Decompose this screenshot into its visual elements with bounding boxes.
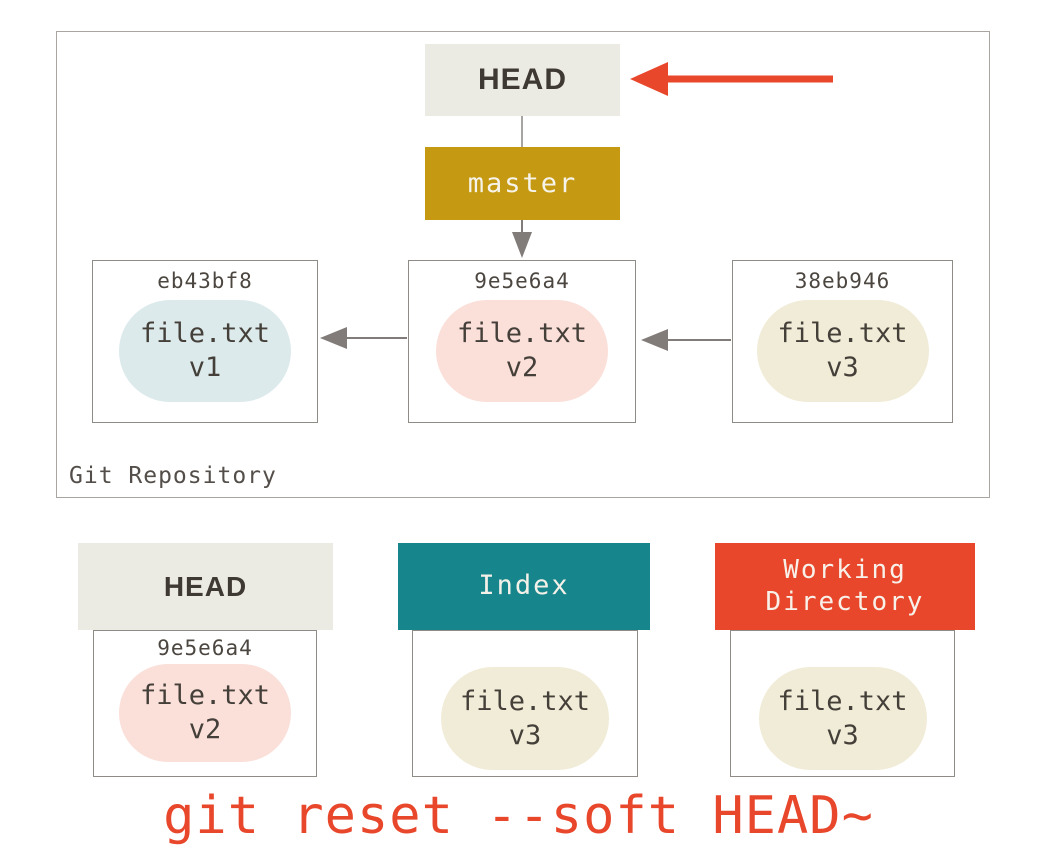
- head-tree-header: HEAD: [78, 543, 333, 630]
- file-version: v3: [826, 719, 859, 751]
- file-name: file.txt: [777, 318, 908, 350]
- file-name: file.txt: [139, 318, 271, 350]
- index-tree-body: file.txt v3: [412, 630, 638, 777]
- file-name: file.txt: [456, 318, 588, 350]
- master-branch-label: master: [467, 168, 578, 199]
- file-blob-v3: file.txt v3: [756, 300, 929, 402]
- commit-box-v3: 38eb946 file.txt v3: [732, 260, 953, 423]
- file-blob-v2: file.txt v2: [436, 300, 608, 402]
- workdir-file-blob: file.txt v3: [758, 667, 927, 770]
- commit-hash: 9e5e6a4: [474, 269, 570, 293]
- commit-hash: 38eb946: [794, 269, 891, 293]
- file-name: file.txt: [459, 685, 591, 717]
- commit-hash: eb43bf8: [157, 269, 253, 293]
- command-caption: git reset --soft HEAD~: [163, 786, 874, 846]
- file-version: v1: [188, 352, 222, 383]
- git-repository-box: Git Repository: [56, 31, 990, 498]
- index-tree-title: Index: [478, 570, 570, 602]
- working-directory-body: file.txt v3: [730, 630, 955, 777]
- head-tree-hash: 9e5e6a4: [157, 636, 253, 660]
- head-tree-file-blob: file.txt v2: [119, 664, 291, 762]
- commit-box-v1: eb43bf8 file.txt v1: [92, 260, 318, 423]
- file-version: v2: [505, 352, 539, 383]
- head-tree-body: 9e5e6a4 file.txt v2: [93, 630, 317, 777]
- commit-box-v2: 9e5e6a4 file.txt v2: [408, 260, 636, 423]
- file-version: v3: [826, 352, 859, 383]
- index-file-blob: file.txt v3: [441, 667, 609, 770]
- file-blob-v1: file.txt v1: [119, 300, 291, 402]
- working-directory-title: Working Directory: [765, 555, 925, 617]
- working-directory-header: Working Directory: [715, 543, 975, 630]
- file-name: file.txt: [139, 680, 271, 712]
- head-ref-label: HEAD: [477, 63, 567, 96]
- file-version: v3: [508, 719, 542, 751]
- index-tree-header: Index: [398, 543, 650, 630]
- file-version: v2: [188, 714, 222, 745]
- master-branch-box: master: [425, 147, 620, 220]
- head-ref-box: HEAD: [425, 44, 620, 116]
- head-tree-title: HEAD: [163, 570, 248, 602]
- file-name: file.txt: [777, 685, 908, 717]
- git-repository-label: Git Repository: [69, 463, 277, 489]
